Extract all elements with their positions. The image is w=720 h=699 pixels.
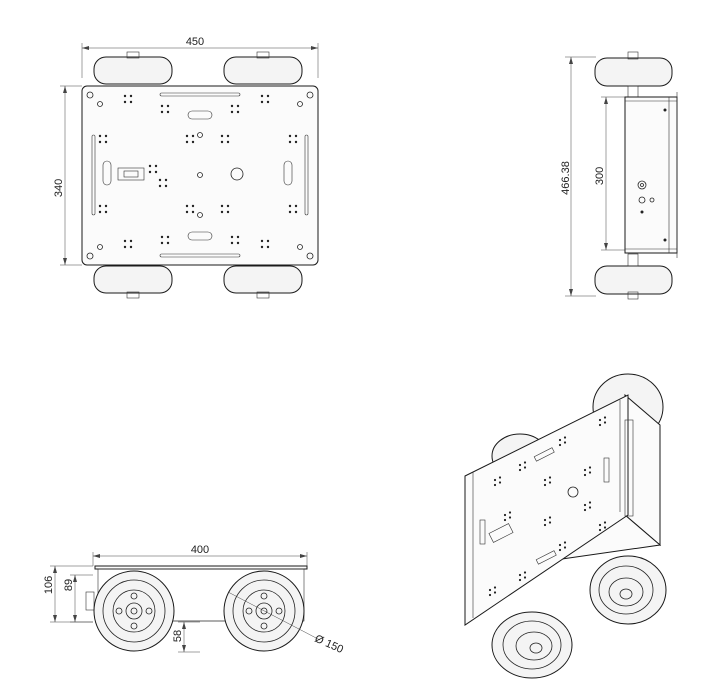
dim-front-height-inner: 89 [63, 574, 93, 623]
iso-hole-pattern [488, 416, 607, 597]
dim-top-height: 340 [53, 85, 82, 266]
dim-label-58: 58 [172, 630, 184, 642]
front-view: 400 106 89 58 [43, 544, 345, 656]
front-wheel-left [93, 570, 175, 652]
top-base-plate [81, 85, 319, 266]
iso-wheel-right [589, 555, 667, 625]
iso-top-plate [464, 394, 629, 626]
dim-side-inner: 300 [594, 96, 625, 251]
dim-front-width: 400 [92, 544, 308, 566]
top-view: 450 340 [53, 36, 319, 299]
dim-label-300: 300 [594, 167, 606, 185]
side-wheels [594, 51, 673, 300]
dim-label-diameter: Ø 150 [313, 633, 345, 656]
top-wheels [93, 51, 303, 299]
dim-label-340: 340 [53, 179, 65, 197]
dim-label-450: 450 [186, 36, 204, 48]
top-plate-features [86, 91, 314, 260]
top-hole-pattern [98, 94, 298, 249]
iso-wheel-left [491, 611, 573, 679]
dim-side-total: 466.38 [560, 56, 596, 297]
dim-label-400: 400 [191, 544, 209, 556]
dim-ground-clearance: 58 [172, 621, 200, 653]
dim-label-106: 106 [43, 576, 55, 594]
dim-label-89: 89 [63, 579, 75, 591]
side-body [624, 92, 678, 258]
dim-front-height-total: 106 [43, 565, 93, 623]
isometric-view [464, 373, 667, 679]
side-view: 466.38 300 [560, 51, 678, 300]
dim-top-width: 450 [81, 36, 319, 78]
dim-label-466-38: 466.38 [560, 161, 572, 195]
